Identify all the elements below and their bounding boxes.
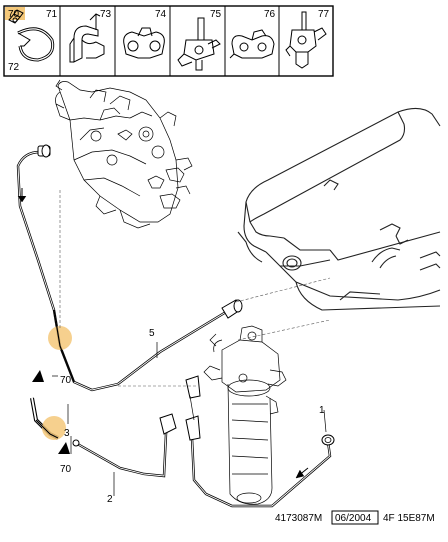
multi-pipe-clip-icon xyxy=(229,29,275,59)
callout-part-3: 3 xyxy=(64,428,70,439)
highlight-joint-lower xyxy=(42,416,66,440)
leader-lines xyxy=(59,190,331,387)
fuel-filter xyxy=(203,325,287,505)
legend-label-72: 72 xyxy=(8,62,20,73)
callout-part-5: 5 xyxy=(149,328,155,339)
double-pipe-clip-icon xyxy=(123,27,165,59)
ref-70-upper-marker xyxy=(32,370,44,382)
callout-part-2: 2 xyxy=(107,494,113,505)
callout-lines xyxy=(52,342,327,496)
highlight-joint-upper xyxy=(48,326,72,350)
ref-70-lower-marker xyxy=(58,442,70,454)
feed-pipe xyxy=(190,434,335,508)
footer: 4173087M 06/2004 4F 15E87M xyxy=(275,510,435,525)
legend-label-71: 71 xyxy=(46,9,58,20)
callout-ref-70-upper: 70 xyxy=(60,375,72,386)
legend-label-74: 74 xyxy=(155,9,167,20)
fuel-tank xyxy=(237,107,441,311)
footer-date: 06/2004 xyxy=(335,513,372,524)
legend-label-76: 76 xyxy=(264,9,276,20)
callout-part-1: 1 xyxy=(319,405,325,416)
callout-ref-70-lower: 70 xyxy=(60,464,72,475)
elbow-connector-icon xyxy=(177,17,221,71)
legend-label-77: 77 xyxy=(318,9,330,20)
pipe-section-2 xyxy=(72,375,201,478)
bracket-clip-icon xyxy=(285,11,327,69)
connector-clip-icon xyxy=(8,9,24,24)
footer-drawing-no: 4173087M xyxy=(275,513,322,524)
return-pipe xyxy=(16,144,243,392)
injection-pump xyxy=(55,79,193,229)
hose-clamp-icon xyxy=(17,27,55,62)
legend-label-73: 73 xyxy=(100,9,112,20)
footer-code: 4F 15E87M xyxy=(383,513,435,524)
legend-panel: 70 71 72 73 74 75 76 77 xyxy=(3,5,334,77)
footer-date-box xyxy=(331,510,379,525)
pipe-clip-icon xyxy=(69,13,105,63)
legend-label-75: 75 xyxy=(210,9,222,20)
